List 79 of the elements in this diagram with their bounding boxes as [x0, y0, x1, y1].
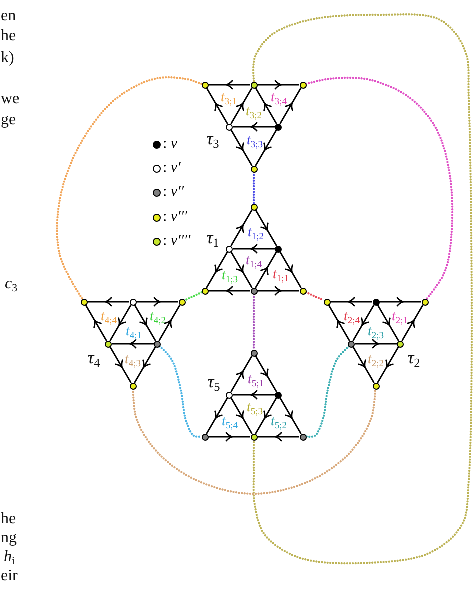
legend-label: : v′′′ — [163, 210, 188, 226]
subtriangle-label: t$_{5;2}$ — [270, 416, 288, 430]
legend-label: : v′′′′ — [163, 234, 191, 250]
vertex-dot — [324, 298, 330, 306]
subtriangle-label: t$_{5;1}$ — [248, 374, 264, 388]
subtriangle-label: t$_{1;1}$ — [272, 268, 290, 284]
subtriangle-label: t$_{3;2}$ — [246, 106, 262, 120]
subtriangle-label: t$_{5;3}$ — [246, 402, 264, 416]
vertex-dot — [348, 340, 355, 348]
subtriangle-label: t$_{3;4}$ — [270, 92, 288, 106]
text-fragment: en — [1, 8, 16, 26]
subtriangle-label: t$_{4;1}$ — [126, 326, 142, 340]
subtriangle-label: t$_{2;4}$ — [344, 310, 360, 326]
subtriangle-label: t$_{2;3}$ — [368, 326, 384, 340]
vertex-dot — [226, 246, 233, 252]
triangle-label: τ$_{3}$ — [206, 130, 220, 148]
dotted-connector — [158, 346, 203, 438]
vertex-dot — [250, 288, 258, 294]
vertex-dot — [300, 288, 306, 294]
subtriangle-label: t$_{1;4}$ — [246, 254, 262, 270]
subtriangle-label: t$_{2;1}$ — [392, 310, 408, 326]
dotted-connector — [252, 293, 256, 351]
vertex-dot — [130, 298, 136, 306]
dotted-connector — [184, 291, 203, 302]
text-fragment: k) — [1, 50, 14, 68]
vertex-dot — [154, 340, 161, 348]
subtriangle-label: t$_{5;4}$ — [222, 416, 238, 430]
vertex-dot — [226, 392, 233, 398]
vertex-dot — [422, 298, 428, 306]
text-fragment: we — [1, 92, 20, 108]
vertex-dot — [178, 298, 186, 306]
vertex-dot — [397, 340, 404, 348]
dotted-connector — [132, 388, 377, 496]
vertex-dot — [250, 434, 258, 440]
vertex-dot — [372, 298, 380, 306]
dotted-connector — [305, 346, 350, 438]
text-fragment: eir — [1, 568, 18, 586]
vertex-dot — [250, 204, 258, 210]
text-fragment: h$_{i}$ — [4, 550, 16, 566]
subtriangle-label: t$_{3;3}$ — [246, 134, 264, 150]
vertex-dot — [80, 298, 88, 306]
vertex-dot — [250, 350, 258, 356]
dotted-connector — [252, 14, 474, 565]
vertex-dot — [275, 392, 282, 398]
text-fragment: he — [1, 512, 16, 528]
text-fragment: he — [1, 28, 16, 46]
vertex-dot — [275, 246, 282, 252]
triangle-label: τ$_{2}$ — [408, 348, 420, 368]
subtriangle-label: t$_{1;2}$ — [248, 226, 264, 242]
dotted-connector — [305, 291, 325, 302]
vertex-dot — [202, 434, 208, 440]
subtriangle-label: t$_{2;2}$ — [368, 354, 384, 368]
triangle-label: τ$_{4}$ — [88, 348, 100, 368]
subtriangle-label: t$_{4;3}$ — [124, 354, 142, 368]
vertex-dot — [275, 124, 282, 130]
triangle-label: τ$_{1}$ — [206, 228, 220, 248]
subtriangle-label: t$_{4;4}$ — [100, 310, 118, 326]
vertex-dot — [202, 82, 208, 88]
vertex-dot — [130, 382, 136, 390]
vertex-dot — [372, 382, 380, 390]
text-fragment: c$_{3}$ — [5, 276, 18, 294]
text-fragment: ng — [1, 530, 17, 548]
vertex-dot — [226, 124, 233, 130]
legend-label: : v′ — [163, 161, 181, 177]
triangle-label: τ$_{5}$ — [208, 372, 220, 392]
vertex-dot — [300, 434, 306, 440]
subtriangle-label: t$_{3;1}$ — [220, 92, 238, 106]
legend-label: : v — [163, 137, 178, 153]
vertex-dot — [250, 166, 258, 172]
subtriangle-label: t$_{1;3}$ — [222, 270, 238, 284]
vertex-dot — [250, 82, 258, 88]
dotted-connector — [305, 76, 454, 300]
vertex-dot — [300, 82, 306, 88]
vertex-dot — [202, 288, 208, 294]
vertex-dot — [105, 340, 112, 348]
text-fragment: ge — [1, 112, 16, 130]
dotted-connector — [252, 171, 256, 205]
legend-label: : v′′ — [163, 185, 184, 201]
subtriangle-label: t$_{4;2}$ — [150, 310, 166, 326]
